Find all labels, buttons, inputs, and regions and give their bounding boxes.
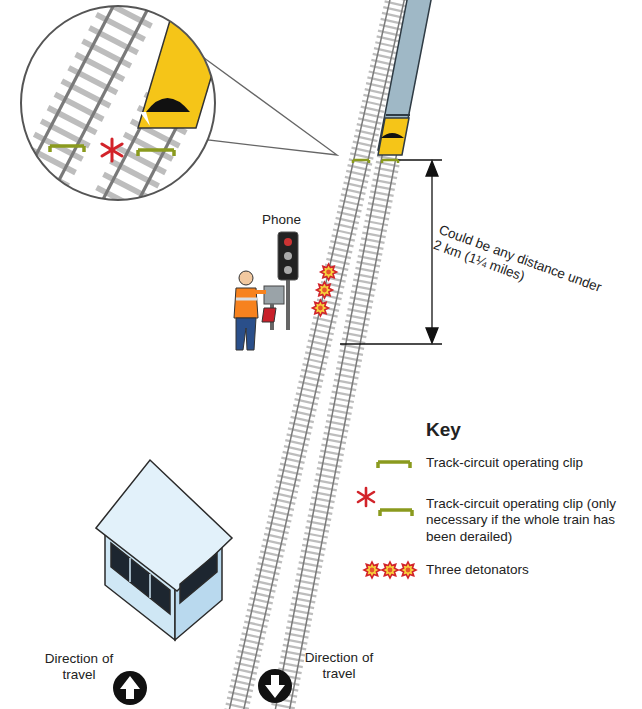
sleeper [13,174,61,199]
sleeper [186,14,234,39]
sleeper [200,0,248,13]
track-clip [353,160,369,163]
direction-signs [113,669,292,705]
detonator-centre [388,568,393,573]
detonator [364,562,380,578]
callout-detail [0,0,262,253]
sleeper [193,1,241,26]
legend-text: Track-circuit operating clip [426,455,631,471]
sleeper [90,201,138,226]
red-flag [262,308,276,322]
detonator [321,264,337,280]
person [234,271,276,350]
arrowhead [426,161,438,176]
legend-icons [358,462,416,578]
sleeper [0,227,34,252]
sleeper [0,201,48,226]
phone-label: Phone [262,212,322,228]
sleeper [7,188,55,213]
callout-pointer [200,55,337,155]
clip-symbol [378,462,410,468]
arrowhead [426,328,438,343]
extension-line [340,343,442,344]
phone-box [264,286,284,304]
sleeper [83,214,131,239]
detonator [317,282,333,298]
detonator [400,562,416,578]
detonator-centre [406,568,411,573]
detonator-centre [370,568,375,573]
sleeper [0,214,41,239]
key-heading: Key [426,418,506,441]
track-clip [382,160,398,163]
signal-box [96,460,232,640]
train-front [378,118,409,155]
rail [114,0,254,247]
asterisk-symbol [358,488,374,506]
signal-head [278,232,298,280]
train-cab [386,114,410,116]
detonator-centre [322,288,327,293]
direction-label: Direction of travel [300,650,378,683]
callout-circle [21,6,215,200]
detonator-centre [326,270,331,275]
distance-label: Could be any distance under 2 km (1¼ mil… [431,222,610,314]
train-windscreen [381,133,404,138]
legend-text: Track-circuit operating clip (only neces… [426,496,631,545]
direction-label: Direction of travel [40,651,118,684]
detonator [312,300,328,316]
extension-line [398,159,442,160]
trousers [236,318,256,350]
detonator [382,562,398,578]
sleeper [76,227,124,252]
distance-dimension [340,160,442,344]
detonators [312,264,336,316]
train [378,0,432,155]
clip-symbol [380,510,412,516]
legend-text: Three detonators [426,562,631,578]
detonator-centre [318,306,323,311]
